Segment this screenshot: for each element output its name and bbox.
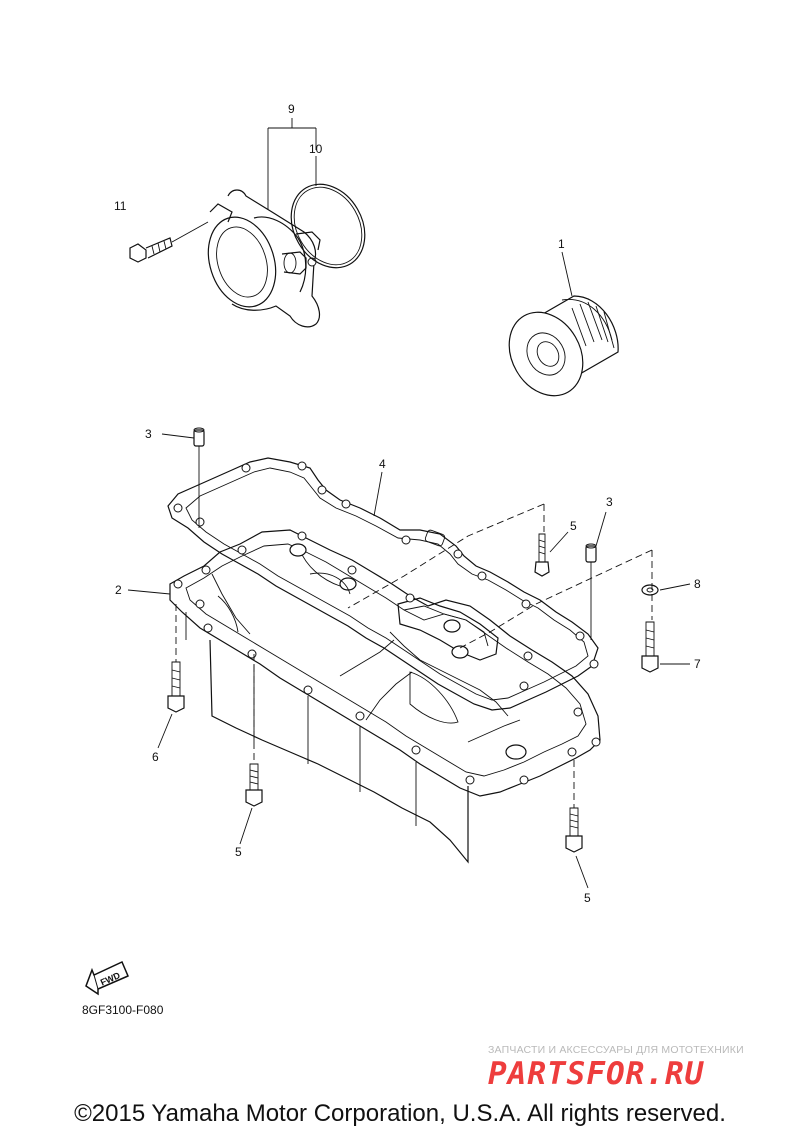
- bolt-11[interactable]: [129, 221, 209, 263]
- callout-4: 4: [379, 457, 386, 471]
- callout-7: 7: [694, 657, 701, 671]
- callout-3-right: 3: [606, 495, 613, 509]
- watermark-tagline: ЗАПЧАСТИ И АКСЕССУАРЫ ДЛЯ МОТОТЕХНИКИ: [488, 1044, 744, 1056]
- callout-1: 1: [558, 237, 565, 251]
- figure-code: 8GF3100-F080: [82, 1003, 164, 1017]
- oil-pan[interactable]: [169, 529, 601, 864]
- drain-bolt-7[interactable]: [641, 621, 659, 673]
- callout-9: 9: [288, 102, 295, 116]
- callout-numbers: 9 10 11 1 3 4 3 5 2 8 7 6 5 5: [114, 102, 701, 905]
- callout-3-left: 3: [145, 427, 152, 441]
- callout-5-left: 5: [235, 845, 242, 859]
- dowel-pin-left[interactable]: [193, 427, 205, 447]
- callout-8: 8: [694, 577, 701, 591]
- oil-filter[interactable]: [495, 295, 619, 409]
- callout-11: 11: [114, 199, 127, 213]
- callout-5-right: 5: [584, 891, 591, 905]
- forward-direction-icon: FWD: [85, 960, 129, 996]
- leader-lines: [127, 118, 691, 889]
- o-ring[interactable]: [277, 171, 380, 281]
- copyright-notice: ©2015 Yamaha Motor Corporation, U.S.A. A…: [74, 1100, 726, 1127]
- callout-10: 10: [309, 142, 323, 156]
- oil-cooler-face: [207, 216, 277, 308]
- oil-pan-holes: [173, 531, 601, 785]
- bolt-5-right[interactable]: [565, 807, 583, 853]
- oil-pan-gasket[interactable]: [167, 457, 599, 711]
- bolt-6[interactable]: [167, 661, 185, 713]
- callout-6: 6: [152, 750, 159, 764]
- alignment-lines: [175, 503, 653, 808]
- bolt-5-left[interactable]: [245, 763, 263, 807]
- bolt-5-top[interactable]: [534, 533, 550, 577]
- callout-2: 2: [115, 583, 122, 597]
- oil-cooler-assembly[interactable]: [197, 189, 321, 328]
- watermark: ЗАПЧАСТИ И АКСЕССУАРЫ ДЛЯ МОТОТЕХНИКИ PA…: [488, 1044, 788, 1092]
- watermark-logo: PARTSFOR.RU: [488, 1056, 705, 1092]
- gasket-holes: [173, 461, 599, 691]
- washer-8[interactable]: [641, 584, 659, 596]
- callout-5-top: 5: [570, 519, 577, 533]
- dowel-pin-right[interactable]: [585, 543, 597, 563]
